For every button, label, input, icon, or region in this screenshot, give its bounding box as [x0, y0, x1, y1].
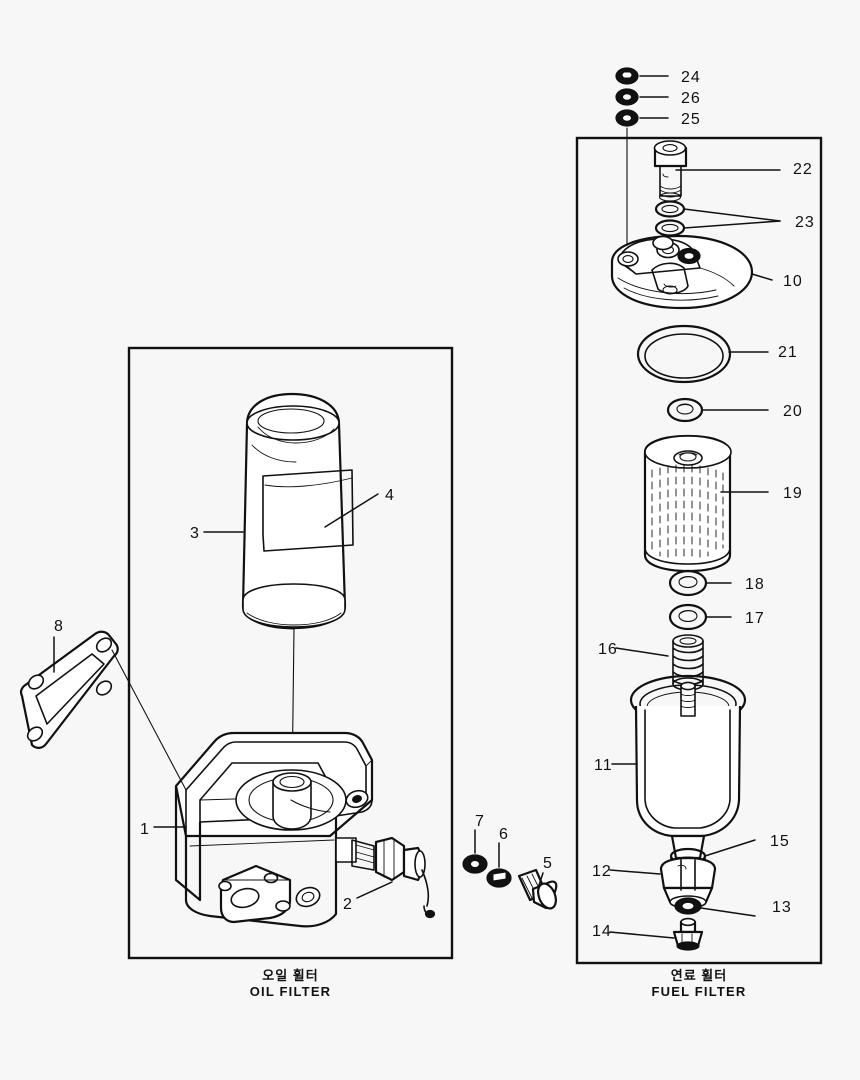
callout-21: 21	[778, 344, 798, 361]
callout-8: 8	[54, 618, 64, 635]
filter-bowl-cup-11	[629, 674, 747, 860]
leader-23a	[683, 208, 781, 222]
callout-15: 15	[770, 833, 790, 850]
oil-pressure-switch-2	[335, 836, 436, 919]
callout-6: 6	[499, 826, 509, 843]
plain-washer-upper-26	[615, 88, 639, 106]
leader-12	[609, 869, 661, 875]
spring-seat-washer-17	[668, 603, 708, 631]
leader-5	[537, 872, 544, 889]
leader-23b	[683, 220, 781, 229]
banjo-bolt-22	[653, 140, 688, 202]
callout-13: 13	[772, 899, 792, 916]
element-washer-18	[668, 569, 708, 597]
fuel-filter-caption-en: FUEL FILTER	[651, 984, 747, 1000]
oil-filter-caption-en: OIL FILTER	[249, 984, 332, 1000]
callout-11: 11	[594, 757, 613, 774]
callout-22: 22	[793, 161, 813, 178]
leader-2	[356, 881, 393, 899]
leader-8-to-housing	[111, 649, 187, 791]
plain-washer-lower-25	[615, 109, 639, 127]
oil-filter-cartridge-3	[241, 392, 354, 630]
leader-4	[324, 493, 379, 528]
callout-19: 19	[783, 485, 803, 502]
callout-26: 26	[681, 90, 701, 107]
leader-15	[704, 839, 756, 857]
lock-washer-6	[486, 868, 512, 888]
filter-head-housing-1	[174, 731, 374, 928]
mounting-gasket-8	[19, 630, 119, 749]
oil-filter-panel-frame	[127, 346, 454, 960]
callout-2: 2	[343, 896, 353, 913]
callout-17: 17	[745, 610, 765, 627]
filter-head-bracket-10	[610, 234, 754, 310]
fuel-filter-caption-ko: 연료 휠터	[670, 968, 728, 983]
callout-24: 24	[681, 69, 701, 86]
callout-10: 10	[783, 273, 803, 290]
callout-18: 18	[745, 576, 765, 593]
oil-filter-caption: 오일 휠터 OIL FILTER	[129, 968, 452, 1001]
fuel-filter-element-19	[643, 434, 732, 573]
drain-plug-14	[672, 917, 704, 951]
callout-1: 1	[140, 821, 150, 838]
fuel-filter-panel-frame	[575, 136, 823, 965]
callout-16: 16	[598, 641, 618, 658]
leader-13	[700, 907, 756, 917]
callout-5: 5	[543, 855, 553, 872]
callout-20: 20	[783, 403, 803, 420]
callout-3: 3	[190, 525, 200, 542]
leader-10	[751, 273, 773, 281]
plain-washer-7	[462, 854, 488, 874]
callout-4: 4	[385, 487, 395, 504]
oil-filter-caption-ko: 오일 휠터	[262, 968, 319, 983]
leader-16	[615, 647, 669, 657]
callout-25: 25	[681, 111, 701, 128]
fuel-filter-caption: 연료 휠터 FUEL FILTER	[577, 968, 821, 1001]
head-o-ring-21	[636, 324, 732, 384]
mounting-bolt-5	[517, 868, 558, 910]
seal-washer-20	[666, 397, 704, 423]
callout-23: 23	[795, 214, 815, 231]
callout-12: 12	[592, 863, 612, 880]
callout-14: 14	[592, 923, 612, 940]
leader-14	[609, 931, 675, 939]
drain-seal-ring-13	[674, 897, 702, 915]
cap-nut-24	[615, 67, 639, 85]
callout-7: 7	[475, 813, 485, 830]
